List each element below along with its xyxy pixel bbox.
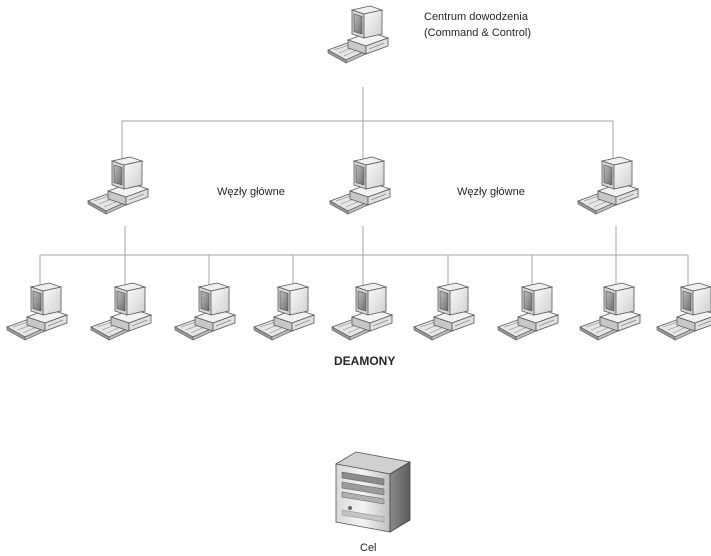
main-node-right-computer-icon xyxy=(577,156,639,215)
daemon-computer-icon xyxy=(253,282,315,341)
daemons-label: DEAMONY xyxy=(334,354,395,368)
target-label: Cel xyxy=(360,542,377,554)
connector-lines xyxy=(39,87,689,285)
target-server-icon xyxy=(335,451,411,533)
daemon-computer-icon xyxy=(6,282,68,341)
command-center-computer-icon xyxy=(327,5,389,64)
main-nodes-label-right: Węzły główne xyxy=(457,186,525,198)
command-center-label-line1: Centrum dowodzenia xyxy=(424,11,529,23)
daemon-computer-icon xyxy=(413,282,475,341)
main-node-center-computer-icon xyxy=(329,156,391,215)
command-center-label-line2: (Command & Control) xyxy=(424,27,531,39)
daemon-computer-icon xyxy=(331,282,393,341)
daemon-computer-icon xyxy=(174,282,236,341)
daemon-computer-icon xyxy=(656,282,711,341)
daemon-computer-icon xyxy=(90,282,152,341)
daemon-computer-icon xyxy=(497,282,559,341)
main-node-left-computer-icon xyxy=(87,156,149,215)
main-nodes-label-left: Węzły główne xyxy=(217,186,285,198)
daemon-computer-icon xyxy=(579,282,641,341)
